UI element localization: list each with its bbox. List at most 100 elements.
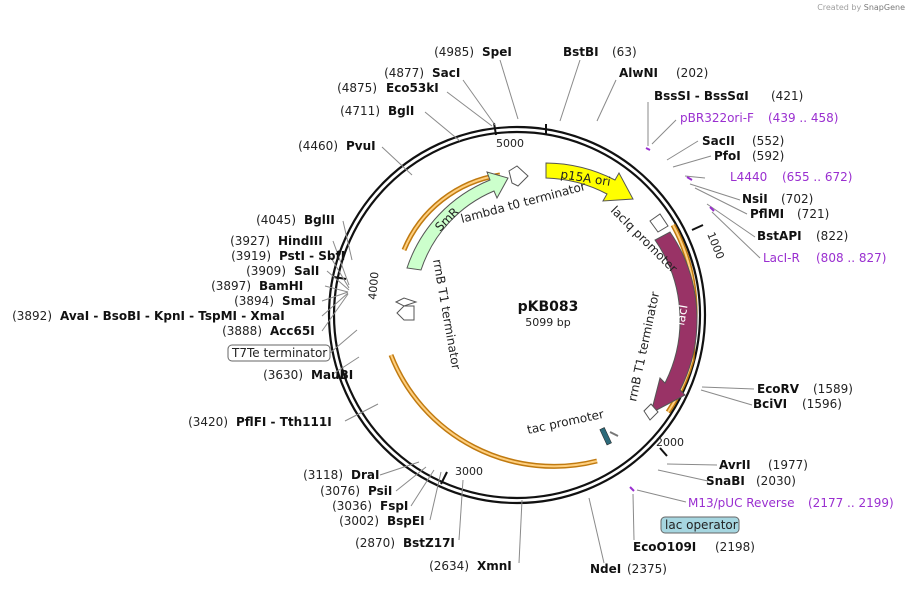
site-label-saci[interactable]: (4877) SacI bbox=[384, 66, 460, 80]
svg-text:SmaI: SmaI bbox=[282, 294, 316, 308]
svg-text:(4045): (4045) bbox=[256, 213, 296, 227]
site-label-ecoo109i[interactable]: EcoO109I (2198) bbox=[633, 540, 755, 554]
site-label-avai[interactable]: (3892) AvaI - BsoBI - KpnI - TspMI - Xma… bbox=[12, 309, 285, 323]
svg-text:T7Te terminator: T7Te terminator bbox=[231, 346, 327, 360]
svg-text:BspEI: BspEI bbox=[387, 514, 425, 528]
site-label-psti[interactable]: (3919) PstI - SbfI bbox=[231, 249, 345, 263]
backbone-outer bbox=[327, 125, 707, 505]
svg-text:(63): (63) bbox=[612, 45, 637, 59]
svg-text:LacI-R: LacI-R bbox=[763, 251, 800, 265]
site-label-eco53ki[interactable]: (4875) Eco53kI bbox=[337, 81, 439, 95]
feature-smr[interactable] bbox=[406, 171, 509, 271]
site-label-acc65i[interactable]: (3888) Acc65I bbox=[222, 324, 315, 338]
feature-label-rrnb-1: rrnB T1 terminator bbox=[625, 290, 662, 402]
site-label-bstbi[interactable]: BstBI (63) bbox=[563, 45, 637, 59]
feature-p15a-ori[interactable] bbox=[545, 162, 634, 202]
site-label-fspi[interactable]: (3036) FspI bbox=[332, 499, 408, 513]
feature-rrnb-terminator-2[interactable] bbox=[396, 305, 415, 321]
feature-t7te[interactable] bbox=[394, 297, 418, 307]
svg-text:NdeI: NdeI bbox=[590, 562, 621, 576]
site-label-bamhi[interactable]: (3897) BamHI bbox=[211, 279, 303, 293]
svg-text:(2177 .. 2199): (2177 .. 2199) bbox=[808, 496, 894, 510]
site-label-bstz17i[interactable]: (2870) BstZ17I bbox=[355, 536, 455, 550]
tick-1000: 1000 bbox=[704, 230, 727, 261]
svg-text:M13/pUC Reverse: M13/pUC Reverse bbox=[688, 496, 795, 510]
box-lac-operator[interactable]: lac operator bbox=[660, 516, 740, 534]
site-label-ndei[interactable]: NdeI (2375) bbox=[590, 562, 667, 576]
site-label-bgli[interactable]: (4711) BglI bbox=[340, 104, 414, 118]
feature-lacIq-promoter[interactable] bbox=[649, 213, 669, 233]
site-label-pfoi[interactable]: PfoI (592) bbox=[714, 149, 784, 163]
tick-mark-1000 bbox=[691, 224, 704, 231]
svg-text:(3919): (3919) bbox=[231, 249, 271, 263]
site-label-pvui[interactable]: (4460) PvuI bbox=[298, 139, 376, 153]
svg-text:(439 .. 458): (439 .. 458) bbox=[768, 111, 838, 125]
site-label-snabi[interactable]: SnaBI (2030) bbox=[706, 474, 796, 488]
site-label-bglii[interactable]: (4045) BglII bbox=[256, 213, 335, 227]
svg-text:(3897): (3897) bbox=[211, 279, 251, 293]
svg-text:PfoI: PfoI bbox=[714, 149, 741, 163]
svg-text:(3036): (3036) bbox=[332, 499, 372, 513]
feature-label-tac: tac promoter bbox=[526, 407, 605, 437]
site-label-xmni[interactable]: (2634) XmnI bbox=[429, 559, 512, 573]
site-label-ecorv[interactable]: EcoRV (1589) bbox=[757, 382, 853, 396]
svg-text:BstZ17I: BstZ17I bbox=[403, 536, 455, 550]
site-label-maubi[interactable]: (3630) MauBI bbox=[263, 368, 353, 382]
plasmid-length: 5099 bp bbox=[525, 316, 570, 329]
svg-text:FspI: FspI bbox=[380, 499, 408, 513]
box-t7te-terminator[interactable]: T7Te terminator bbox=[227, 344, 331, 362]
site-label-m13[interactable]: M13/pUC Reverse (2177 .. 2199) bbox=[688, 496, 894, 510]
site-label-spei[interactable]: (4985) SpeI bbox=[434, 45, 512, 59]
site-label-avrii[interactable]: AvrII (1977) bbox=[719, 458, 808, 472]
svg-text:(702): (702) bbox=[781, 192, 813, 206]
site-label-sacii[interactable]: SacII (552) bbox=[702, 134, 784, 148]
site-label-bstapi[interactable]: BstAPI (822) bbox=[757, 229, 848, 243]
site-label-nsii[interactable]: NsiI (702) bbox=[742, 192, 813, 206]
svg-text:DraI: DraI bbox=[351, 468, 379, 482]
site-label-alwni[interactable]: AlwNI (202) bbox=[619, 66, 708, 80]
svg-text:(3894): (3894) bbox=[234, 294, 274, 308]
svg-text:PflFI - Tth111I: PflFI - Tth111I bbox=[236, 415, 332, 429]
svg-text:pBR322ori-F: pBR322ori-F bbox=[680, 111, 754, 125]
snapgene-credit: Created by SnapGene bbox=[817, 3, 905, 12]
svg-text:(1977): (1977) bbox=[768, 458, 808, 472]
site-label-drai[interactable]: (3118) DraI bbox=[303, 468, 379, 482]
primer-mark-m13 bbox=[629, 486, 635, 492]
feature-rrnb-terminator-1[interactable] bbox=[643, 403, 659, 421]
svg-text:(2634): (2634) bbox=[429, 559, 469, 573]
site-label-sali[interactable]: (3909) SalI bbox=[246, 264, 319, 278]
site-label-smai[interactable]: (3894) SmaI bbox=[234, 294, 316, 308]
site-label-bspei[interactable]: (3002) BspEI bbox=[339, 514, 424, 528]
svg-text:(1596): (1596) bbox=[802, 397, 842, 411]
feature-tac-promoter[interactable] bbox=[599, 427, 612, 446]
site-label-l4440[interactable]: L4440 (655 .. 672) bbox=[730, 170, 852, 184]
primer-mark-lacir bbox=[709, 206, 715, 212]
svg-text:BamHI: BamHI bbox=[259, 279, 303, 293]
svg-text:lac operator: lac operator bbox=[665, 518, 738, 532]
site-label-pflmi[interactable]: PflMI (721) bbox=[750, 207, 829, 221]
svg-text:BssSI - BssSαI: BssSI - BssSαI bbox=[654, 89, 749, 103]
svg-text:Eco53kI: Eco53kI bbox=[386, 81, 439, 95]
site-label-bssi[interactable]: BssSI - BssSαI (421) bbox=[654, 89, 803, 103]
site-label-pbr322ori-f[interactable]: pBR322ori-F (439 .. 458) bbox=[680, 111, 838, 125]
svg-text:(2375): (2375) bbox=[627, 562, 667, 576]
site-label-hindiii[interactable]: (3927) HindIII bbox=[230, 234, 323, 248]
svg-text:PstI - SbfI: PstI - SbfI bbox=[279, 249, 345, 263]
svg-text:(3076): (3076) bbox=[320, 484, 360, 498]
site-label-lacir[interactable]: LacI-R (808 .. 827) bbox=[763, 251, 886, 265]
svg-text:(822): (822) bbox=[816, 229, 848, 243]
svg-text:(3909): (3909) bbox=[246, 264, 286, 278]
svg-text:SpeI: SpeI bbox=[482, 45, 512, 59]
svg-text:SnaBI: SnaBI bbox=[706, 474, 745, 488]
svg-text:EcoO109I: EcoO109I bbox=[633, 540, 696, 554]
site-label-psii[interactable]: (3076) PsiI bbox=[320, 484, 392, 498]
tick-2000: 2000 bbox=[656, 436, 684, 449]
site-label-pflfi[interactable]: (3420) PflFI - Tth111I bbox=[188, 415, 332, 429]
feature-lambda-terminator[interactable] bbox=[508, 165, 529, 187]
svg-text:NsiI: NsiI bbox=[742, 192, 768, 206]
svg-text:(421): (421) bbox=[771, 89, 803, 103]
site-label-bcivi[interactable]: BciVI (1596) bbox=[753, 397, 842, 411]
svg-text:(592): (592) bbox=[752, 149, 784, 163]
svg-text:(4875): (4875) bbox=[337, 81, 377, 95]
